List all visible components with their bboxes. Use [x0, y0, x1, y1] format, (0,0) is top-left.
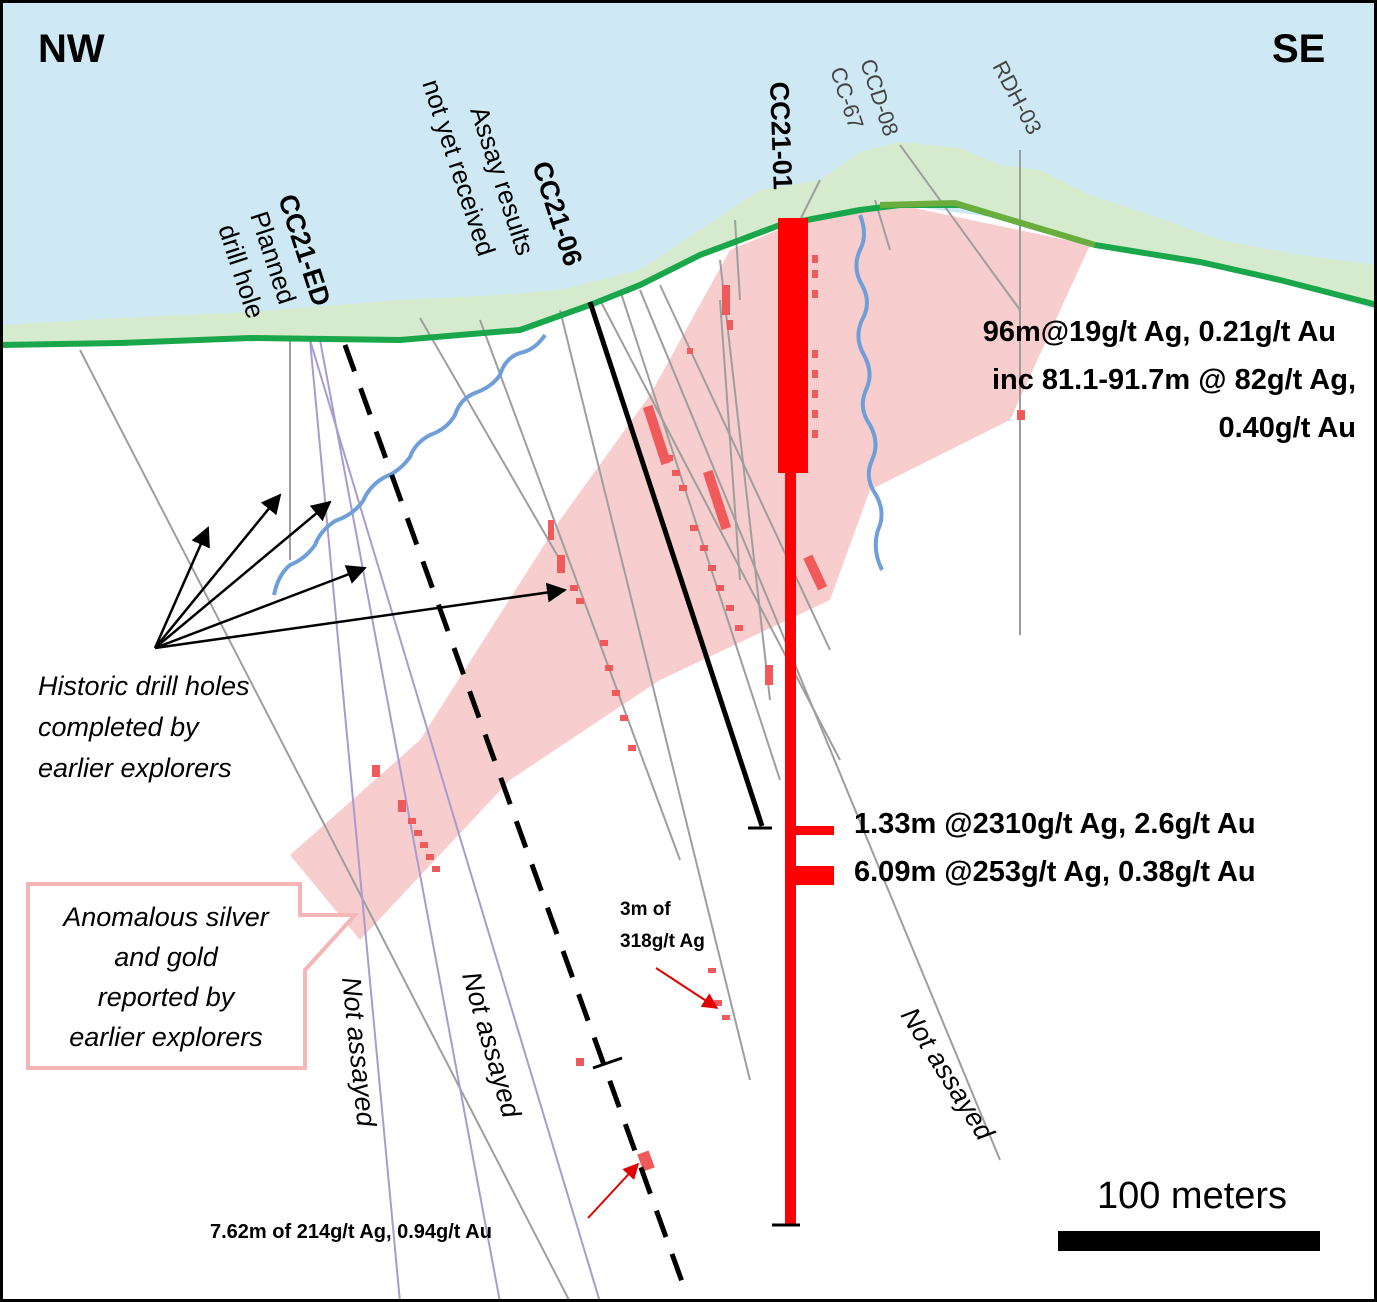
cc21-01-label: CC21-01: [764, 81, 798, 190]
historic-note-line-1: Historic drill holes: [38, 671, 250, 701]
ground-band: [0, 142, 1377, 345]
cc21-06-trace: [587, 301, 765, 827]
anomalous-callout-box: [26, 882, 360, 1070]
historic-note-line-3: earlier explorers: [38, 753, 232, 783]
direction-se: SE: [1272, 27, 1325, 71]
anomalous-note-line-1: Anomalous silver: [61, 902, 270, 932]
not-assayed-label-1: Not assayed: [336, 975, 382, 1128]
cc21-ed-tick: [592, 1056, 623, 1070]
bottom-intercept: 7.62m of 214g/t Ag, 0.94g/t Au: [210, 1221, 492, 1243]
historic-note-line-2: completed by: [38, 712, 200, 742]
small-intercept-line-1: 3m of: [620, 899, 671, 920]
surface-highlight: [879, 199, 1096, 248]
anomalous-note-line-2: and gold: [114, 942, 219, 972]
sky-area: [0, 0, 1377, 345]
fault-trace-east: [854, 214, 884, 571]
anomaly-zone: [290, 205, 1090, 940]
historic-hole-arrows: [153, 493, 567, 650]
deep-intercept-2: 6.09m @253g/t Ag, 0.38g/t Au: [854, 856, 1256, 888]
not-assayed-label-3: Not assayed: [895, 1002, 1000, 1146]
main-intercept-line-1: 96m@19g/t Ag, 0.21g/t Au: [983, 316, 1336, 348]
anomalous-note-line-3: reported by: [98, 982, 236, 1012]
anomalous-note-line-4: earlier explorers: [69, 1022, 263, 1052]
small-intercept-line-2: 318g/t Ag: [620, 931, 705, 952]
intercept-arrows: [587, 967, 719, 1219]
main-intercept-line-3: 0.40g/t Au: [1218, 412, 1356, 444]
cc21-01-trace: [778, 218, 834, 1225]
main-intercept-line-2: inc 81.1-91.7m @ 82g/t Ag,: [992, 364, 1356, 396]
not-assayed-label-2: Not assayed: [456, 968, 526, 1121]
scale-bar-label: 100 meters: [1097, 1175, 1287, 1217]
scale-bar: [1058, 1231, 1320, 1251]
deep-intercept-1: 1.33m @2310g/t Ag, 2.6g/t Au: [854, 808, 1256, 840]
direction-nw: NW: [38, 27, 105, 71]
cc21-ed-planned-trace: [342, 344, 688, 1291]
fault-trace-west: [272, 333, 547, 596]
surface-line: [0, 202, 1377, 348]
